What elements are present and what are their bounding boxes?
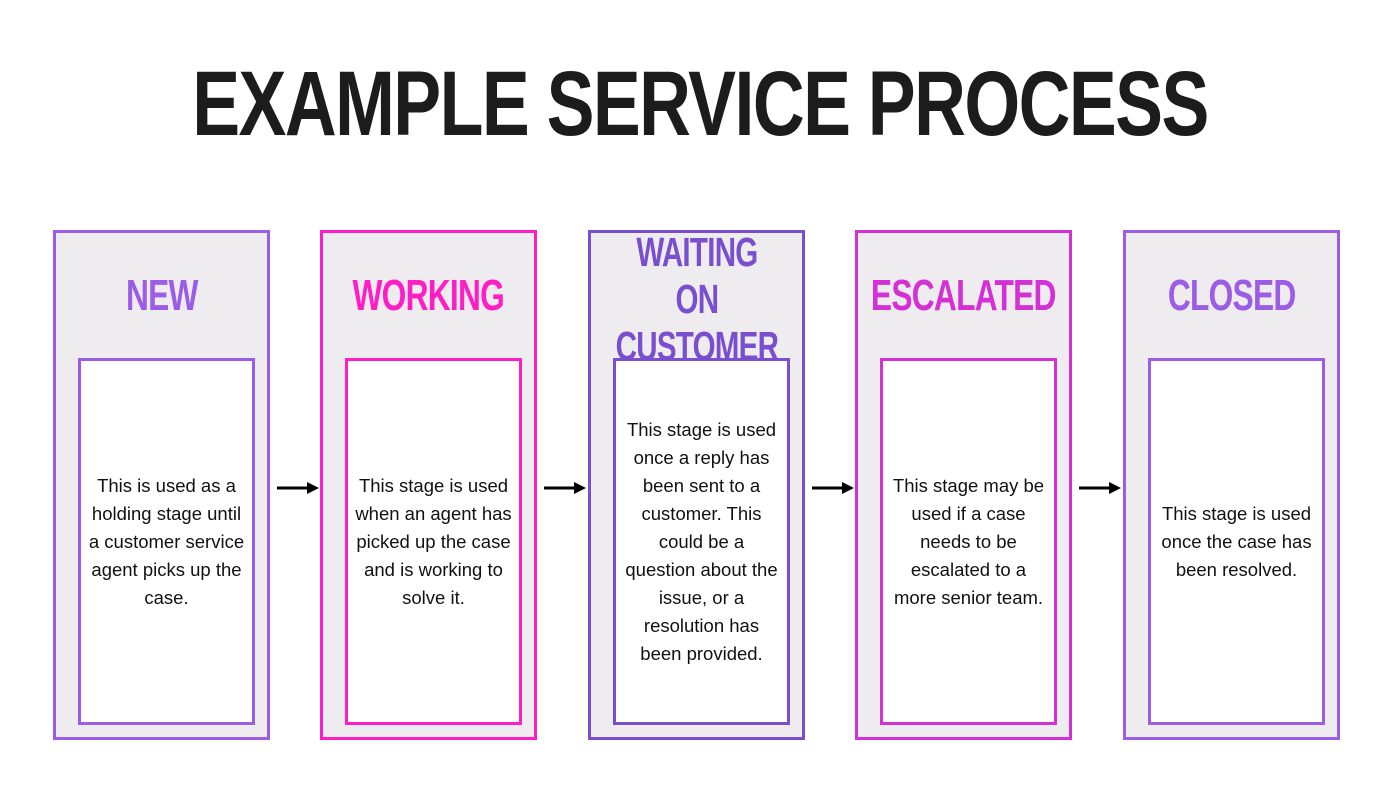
page-title: EXAMPLE SERVICE PROCESS (192, 53, 1209, 155)
stage-title: ESCALATED (871, 271, 1057, 320)
stage-card-closed: CLOSED This stage is used once the case … (1123, 230, 1340, 740)
stage-description-box: This stage is used once a reply has been… (613, 358, 790, 725)
arrow-right-icon (812, 482, 854, 494)
arrow-right-icon (277, 482, 319, 494)
stage-title: WORKING (352, 271, 505, 320)
stage-title: NEW (125, 271, 198, 320)
stage-header: CLOSED (1126, 233, 1337, 359)
stage-description: This is used as a holding stage until a … (88, 474, 245, 608)
stage-description-box: This stage is used when an agent has pic… (345, 358, 522, 725)
stage-title: CLOSED (1167, 271, 1296, 320)
stage-description: This stage is used once the case has bee… (1161, 502, 1312, 580)
stage-header: WORKING (323, 233, 534, 359)
stage-card-waiting-on-customer: WAITING ON CUSTOMER This stage is used o… (588, 229, 805, 740)
stage-description-box: This stage is used once the case has bee… (1148, 358, 1325, 725)
arrow-right-icon (544, 482, 586, 494)
stage-card-new: NEW This is used as a holding stage unti… (53, 230, 270, 740)
stage-header: ESCALATED (858, 233, 1069, 359)
stage-card-escalated: ESCALATED This stage may be used if a ca… (855, 230, 1072, 740)
stage-description: This stage may be used if a case needs t… (892, 474, 1045, 608)
stage-title: WAITING ON CUSTOMER (615, 228, 778, 369)
stage-header: WAITING ON CUSTOMER (591, 229, 802, 369)
stage-description-box: This is used as a holding stage until a … (78, 358, 255, 725)
stage-description-box: This stage may be used if a case needs t… (880, 358, 1057, 725)
stage-description: This stage is used once a reply has been… (625, 418, 778, 664)
stage-card-working: WORKING This stage is used when an agent… (320, 230, 537, 740)
stage-description: This stage is used when an agent has pic… (355, 474, 512, 608)
stage-header: NEW (56, 233, 267, 359)
arrow-right-icon (1079, 482, 1121, 494)
